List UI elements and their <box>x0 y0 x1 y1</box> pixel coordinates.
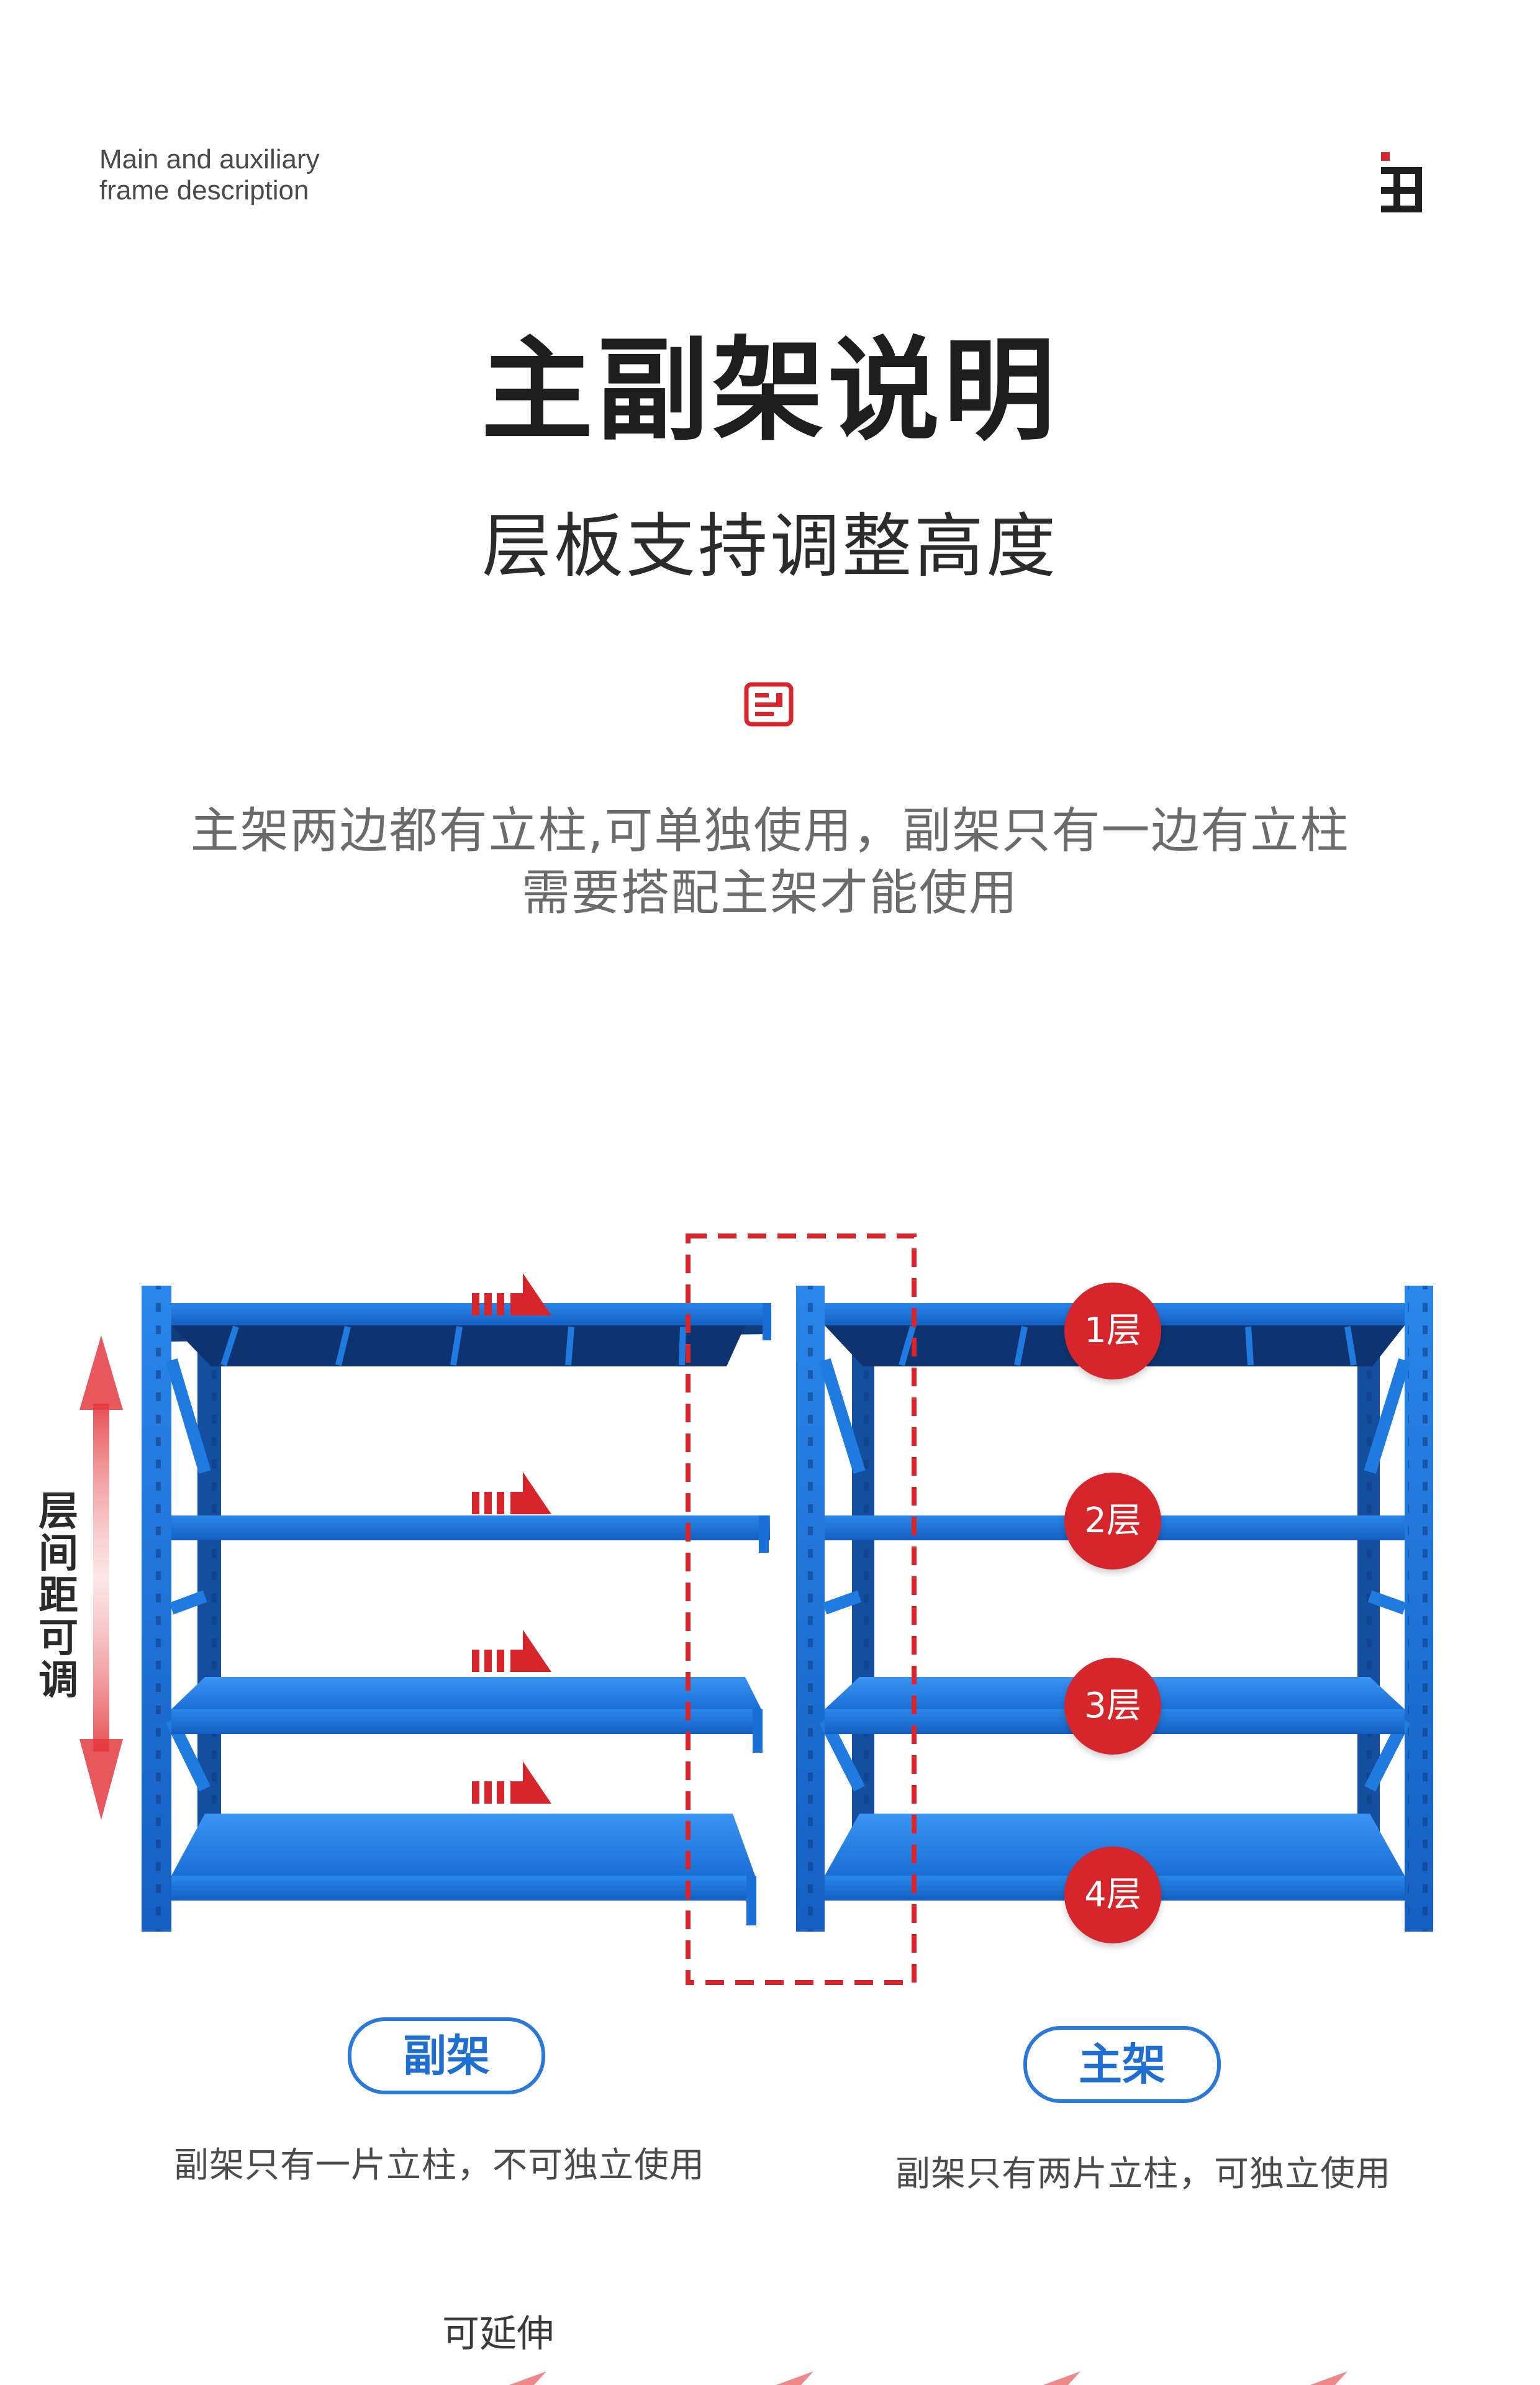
sub-frame-note: 副架只有一片立柱，不可独立使用 <box>174 2145 705 2186</box>
double-arrow-icon <box>79 1335 123 1820</box>
shared-upright-highlight <box>686 1233 917 1985</box>
description-line-1: 主架两边都有立柱,可单独使用，副架只有一边有立柱 <box>190 803 1350 859</box>
english-caption: Main and auxiliary frame description <box>99 144 422 206</box>
adjust-char: 可 <box>38 1615 78 1661</box>
layer-badge-1: 1层 <box>1064 1283 1161 1379</box>
description-line-2: 需要搭配主架才能使用 <box>521 865 1018 921</box>
main-frame-rack <box>796 1286 1433 1932</box>
caption-line-1: Main and auxiliary <box>99 144 320 175</box>
sub-frame-label: 副架 <box>348 2017 545 2094</box>
adjust-char: 调 <box>38 1658 78 1704</box>
layer-badge-2: 2层 <box>1064 1473 1161 1570</box>
page-title: 主副架说明 <box>481 326 1059 456</box>
next-section-arrows <box>509 2371 1348 2385</box>
adjust-char: 间 <box>38 1531 78 1577</box>
frame-logo-icon <box>1381 152 1422 212</box>
shelf-diagram <box>79 1233 1433 1985</box>
main-frame-note: 副架只有两片立柱，可独立使用 <box>895 2154 1391 2194</box>
frame-logo-icon <box>744 682 794 727</box>
adjust-char: 距 <box>38 1573 78 1619</box>
arrow-icon <box>472 1761 551 1804</box>
main-frame-label: 主架 <box>1023 2026 1221 2103</box>
arrow-icon <box>472 1630 551 1672</box>
arrow-icon <box>472 1273 551 1315</box>
caption-line-2: frame description <box>99 175 309 206</box>
layer-badge-4: 4层 <box>1064 1847 1161 1943</box>
sub-frame-rack <box>142 1286 771 1932</box>
extendable-label: 可延伸 <box>442 2312 554 2356</box>
adjust-spacing-label: 层 间 距 可 调 <box>34 1491 83 1702</box>
page-subtitle: 层板支持调整高度 <box>482 506 1058 587</box>
layer-badge-3: 3层 <box>1064 1658 1161 1755</box>
adjust-char: 层 <box>38 1489 78 1535</box>
arrow-icon <box>472 1472 551 1514</box>
